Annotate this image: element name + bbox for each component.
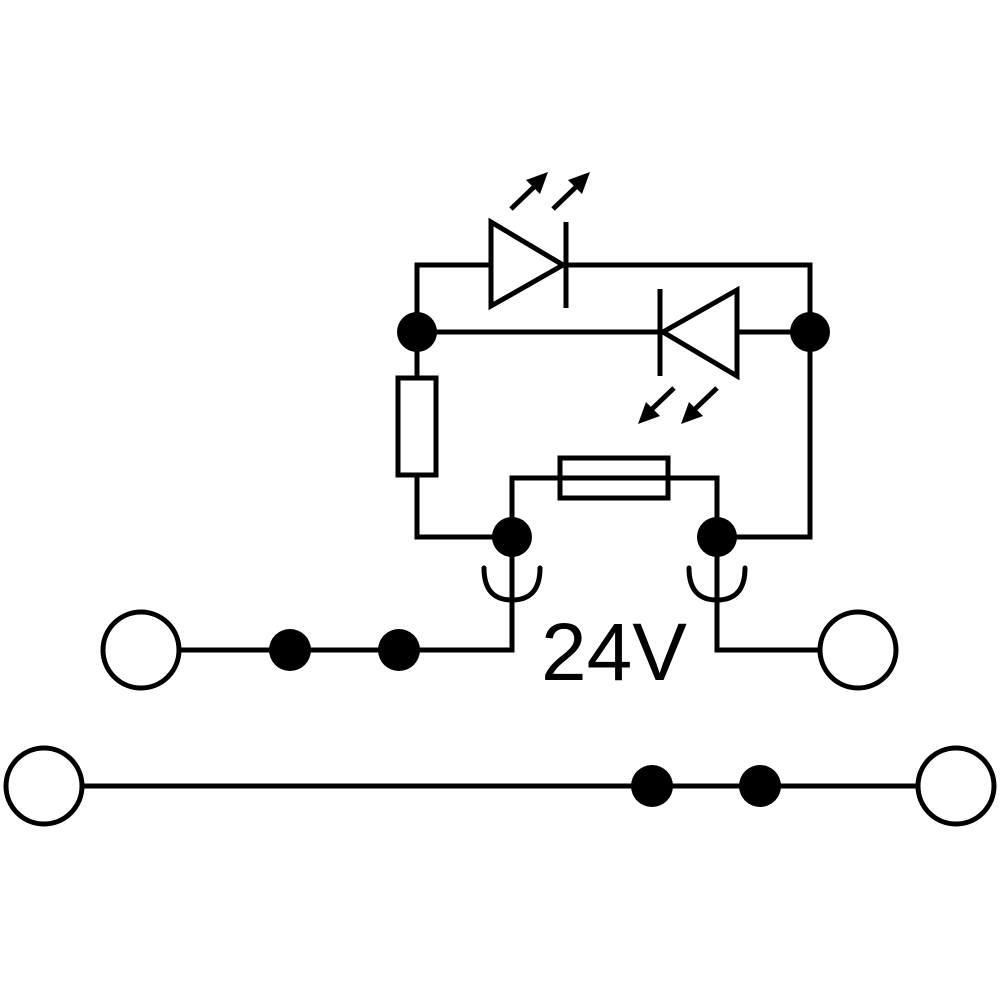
upper-right-rail xyxy=(714,607,823,653)
right-return-wire xyxy=(714,329,813,540)
rail-node-upper-1 xyxy=(269,629,311,671)
top-led-wire xyxy=(414,262,813,335)
rail-node-upper-2 xyxy=(378,629,420,671)
terminal-lower-left[interactable] xyxy=(3,745,85,827)
rail-node-lower-2 xyxy=(739,765,781,807)
led-emitting-icon xyxy=(488,172,590,311)
terminal-upper-left[interactable] xyxy=(100,609,182,691)
rail-node-lower-1 xyxy=(631,765,673,807)
led-emitting-reverse-icon xyxy=(638,285,740,424)
upper-left-rail xyxy=(177,607,515,653)
terminal-upper-right[interactable] xyxy=(817,609,899,691)
terminal-lower-right[interactable] xyxy=(915,745,997,827)
resistor-icon xyxy=(395,375,439,478)
voltage-label: 24V xyxy=(541,607,687,698)
